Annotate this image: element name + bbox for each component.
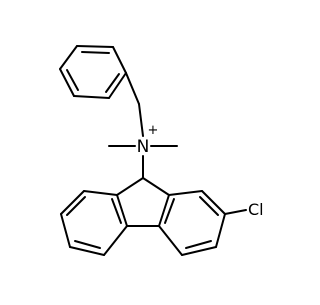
benzyl-phenyl-ring xyxy=(59,45,127,99)
fluorene-left-ring xyxy=(60,190,128,256)
fluorene-five-ring xyxy=(116,177,170,227)
fluorene-right-ring xyxy=(158,190,226,256)
positive-charge-label: + xyxy=(148,123,159,138)
bond-c-cl xyxy=(224,209,247,215)
bond-ring-ch2 xyxy=(125,72,140,105)
chlorine-atom-label: Cl xyxy=(248,200,264,219)
nitrogen-atom-label: N xyxy=(137,137,150,157)
molecule-diagram: N + Cl xyxy=(59,45,264,256)
bond-ch2-n xyxy=(138,103,144,137)
